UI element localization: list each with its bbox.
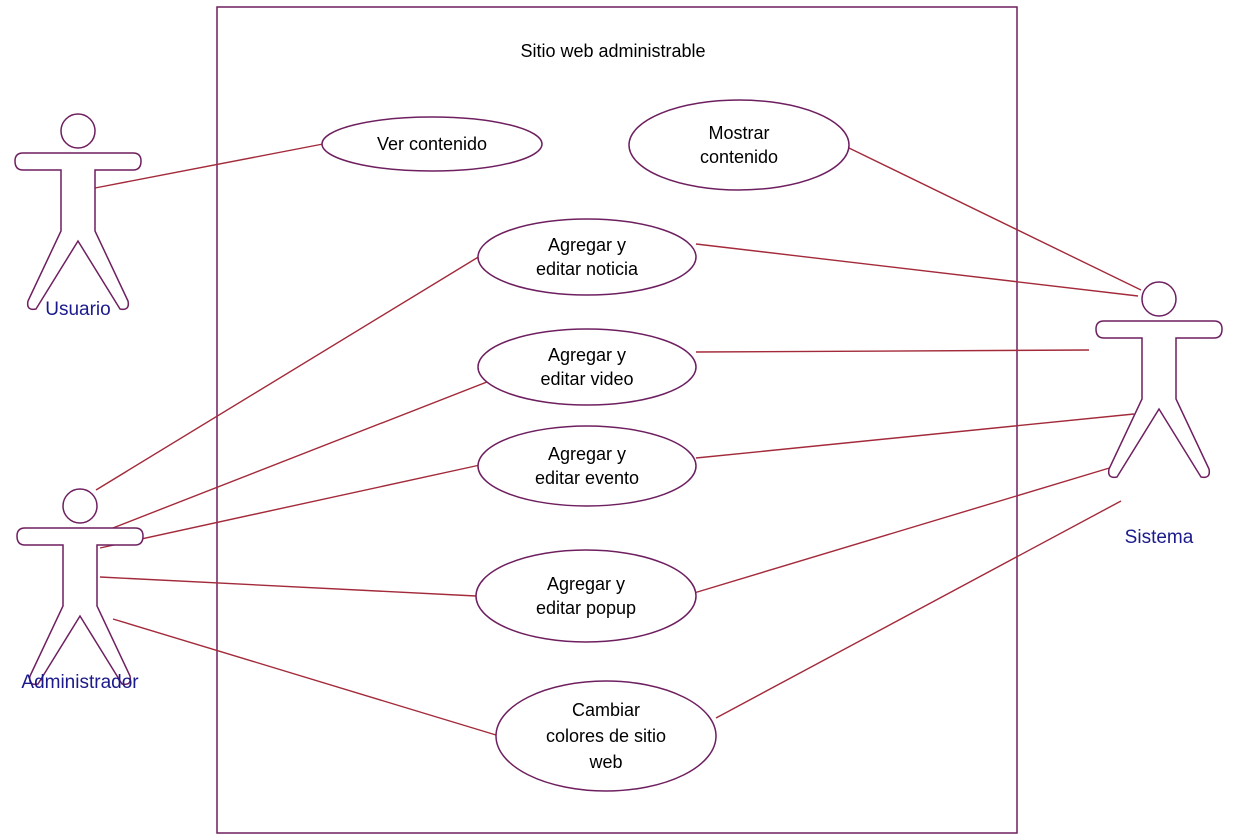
use-case-label: Mostrar bbox=[708, 123, 769, 143]
association-administrador-editar-video bbox=[99, 379, 493, 534]
associations bbox=[94, 143, 1142, 736]
use-case-label: Ver contenido bbox=[377, 134, 487, 154]
use-case-ellipse bbox=[477, 425, 697, 507]
use-case-label: editar noticia bbox=[536, 259, 639, 279]
actor-usuario: Usuario bbox=[14, 113, 142, 320]
actor-body-icon bbox=[14, 152, 142, 311]
system-boundary-title: Sitio web administrable bbox=[520, 41, 705, 61]
actor-label: Usuario bbox=[45, 299, 110, 320]
use-case-editar-video: Agregar y editar video bbox=[477, 328, 697, 406]
use-case-ver-contenido: Ver contenido bbox=[321, 116, 543, 172]
use-case-label: editar video bbox=[540, 369, 633, 389]
actor-administrador: Administrador bbox=[16, 488, 144, 693]
association-sistema-cambiar-colores bbox=[715, 500, 1122, 719]
use-case-ellipse bbox=[321, 116, 543, 172]
association-administrador-editar-evento bbox=[99, 464, 481, 549]
association-administrador-cambiar-colores bbox=[112, 618, 497, 736]
actor-sistema: Sistema bbox=[1095, 281, 1223, 548]
use-case-label: Agregar y bbox=[548, 235, 626, 255]
use-case-label: Cambiar bbox=[572, 700, 640, 720]
actor-head-icon bbox=[60, 113, 96, 149]
use-case-cambiar-colores: Cambiar colores de sitio web bbox=[495, 680, 717, 792]
use-case-ellipse bbox=[477, 218, 697, 296]
use-case-label: editar popup bbox=[536, 598, 636, 618]
use-case-label: colores de sitio bbox=[546, 726, 666, 746]
use-case-editar-noticia: Agregar y editar noticia bbox=[477, 218, 697, 296]
association-sistema-editar-video bbox=[695, 349, 1090, 353]
use-case-ellipse bbox=[475, 549, 697, 643]
use-case-label: contenido bbox=[700, 147, 778, 167]
use-case-label: Agregar y bbox=[548, 345, 626, 365]
actor-body-icon bbox=[1095, 320, 1223, 479]
use-case-ellipse bbox=[495, 680, 717, 792]
use-case-label: web bbox=[588, 752, 622, 772]
use-case-editar-popup: Agregar y editar popup bbox=[475, 549, 697, 643]
actor-body-icon bbox=[16, 527, 144, 686]
association-administrador-editar-popup bbox=[99, 576, 477, 597]
actor-label: Sistema bbox=[1125, 527, 1194, 548]
use-case-label: editar evento bbox=[535, 468, 639, 488]
association-administrador-editar-noticia bbox=[95, 255, 481, 491]
actor-label: Administrador bbox=[21, 672, 139, 693]
use-case-ellipse bbox=[477, 328, 697, 406]
use-case-mostrar-contenido: Mostrar contenido bbox=[628, 99, 850, 191]
association-usuario-ver-contenido bbox=[94, 143, 324, 189]
association-sistema-editar-popup bbox=[693, 462, 1127, 594]
use-case-editar-evento: Agregar y editar evento bbox=[477, 425, 697, 507]
association-sistema-editar-noticia bbox=[695, 243, 1139, 297]
use-case-label: Agregar y bbox=[548, 444, 626, 464]
association-sistema-editar-evento bbox=[695, 413, 1135, 459]
actor-head-icon bbox=[1141, 281, 1177, 317]
system-boundary bbox=[216, 6, 1018, 834]
use-case-label: Agregar y bbox=[547, 574, 625, 594]
use-case-ellipse bbox=[628, 99, 850, 191]
association-sistema-mostrar-contenido bbox=[848, 147, 1142, 291]
actor-head-icon bbox=[62, 488, 98, 524]
